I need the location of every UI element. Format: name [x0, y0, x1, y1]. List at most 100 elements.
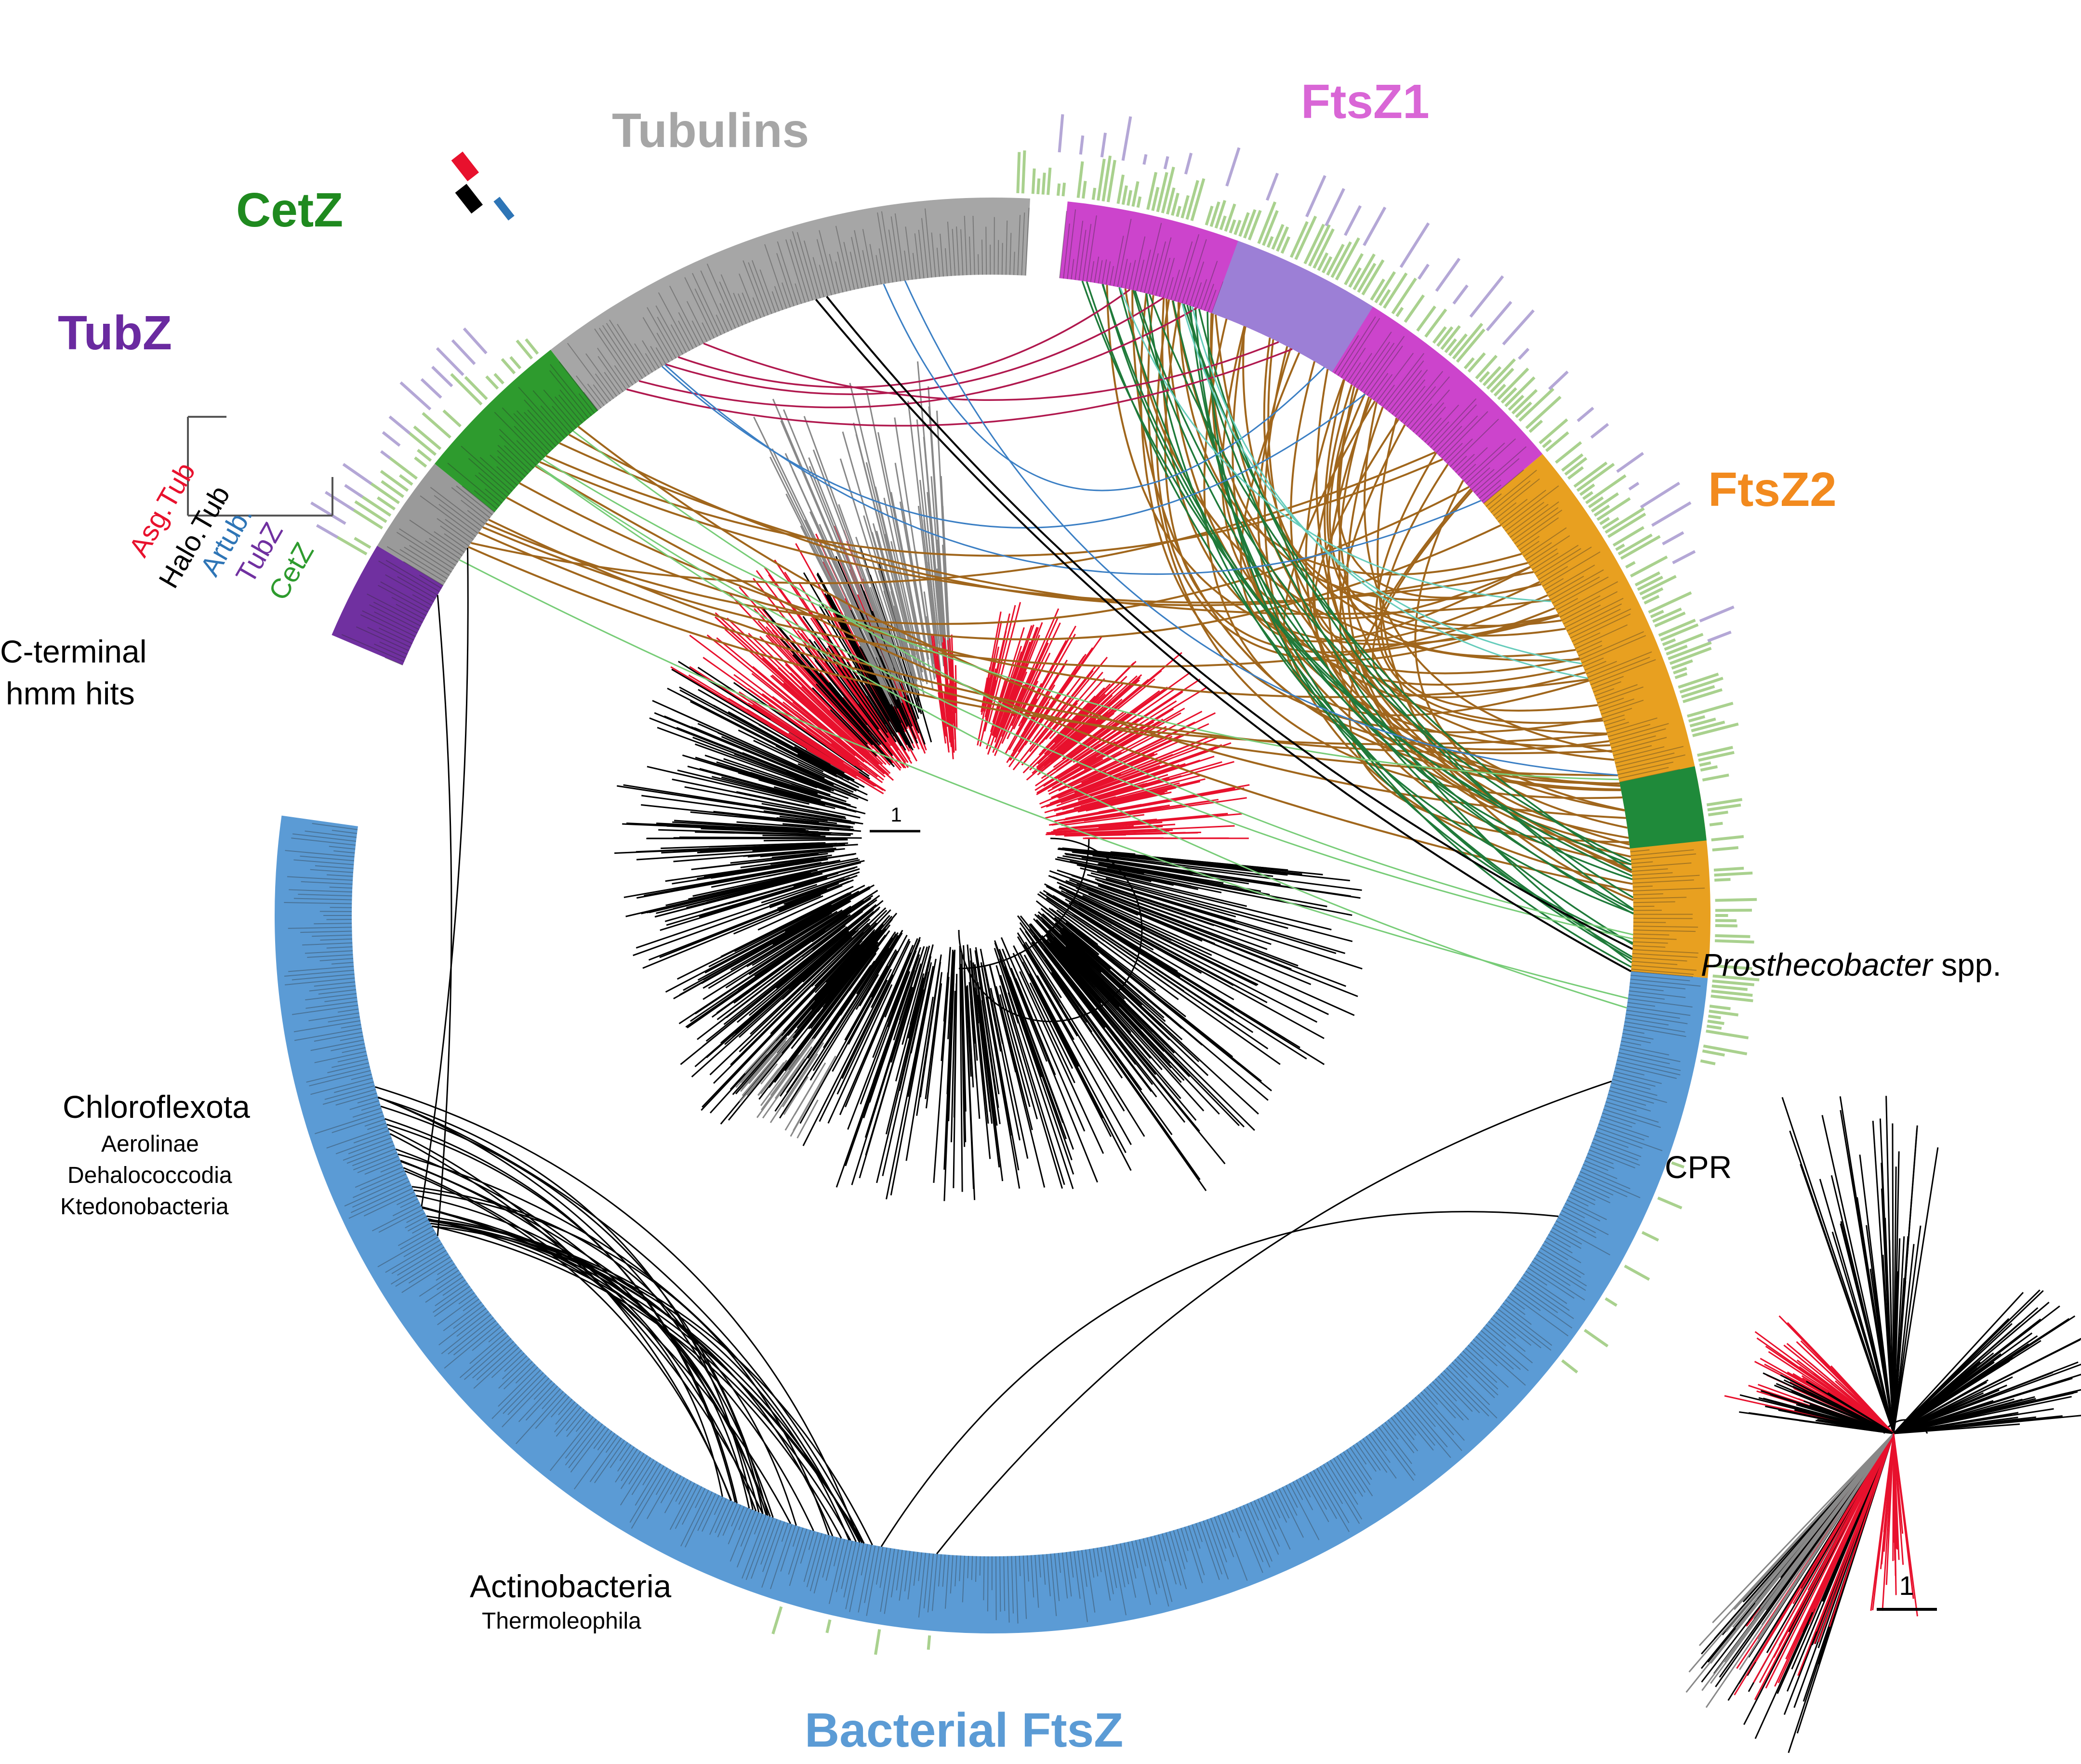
tree-branch-bacterial — [1055, 858, 1198, 890]
legend-rotated: Asg.Tub Halo.Tub Artub. TubZ CetZ — [123, 457, 320, 606]
hmm-green-strip — [1673, 667, 1687, 675]
ring-texture-line — [525, 1385, 558, 1421]
tree-branch-bacterial — [1086, 859, 1201, 880]
inset-branch — [1872, 1121, 1895, 1434]
tree-branch-asgard — [1044, 791, 1114, 813]
tree-branch-bacterial — [1082, 919, 1254, 1033]
ring-texture-line — [1069, 1552, 1074, 1578]
ring-texture-line — [527, 409, 559, 444]
inset-branch — [1893, 1292, 2024, 1434]
ring-texture-line — [1429, 1384, 1464, 1421]
inset-branch — [1893, 1319, 2025, 1434]
ring-texture-line — [438, 1308, 487, 1346]
ring-texture-line — [861, 1544, 868, 1576]
label-ftsz1: FtsZ1 — [1301, 75, 1430, 129]
inset-branch — [1893, 1389, 2000, 1434]
ring-texture-line — [1481, 484, 1502, 502]
tree-branch-bacterial — [783, 883, 839, 905]
tree-branch-bacterial — [1057, 881, 1355, 1016]
tree-branch-bacterial — [1080, 945, 1126, 986]
hmm-green-strip — [1317, 252, 1329, 271]
ring-texture-line — [310, 869, 354, 873]
ring-texture-line — [292, 973, 355, 981]
hmm-green-strip — [1321, 256, 1333, 274]
ring-texture-line — [660, 1473, 678, 1503]
ring-texture-line — [1178, 234, 1200, 303]
tree-branch-bacterial — [1037, 914, 1125, 1000]
ring-texture-line — [1392, 369, 1428, 415]
ring-texture-line — [1326, 1462, 1363, 1520]
arc-crimson — [665, 297, 1164, 395]
arc-black — [378, 1097, 754, 1510]
ring-texture-line — [515, 1364, 536, 1384]
ring-texture-line — [1170, 269, 1180, 300]
ring-texture-line — [739, 273, 758, 320]
tree-branch-bacterial — [733, 903, 869, 1004]
hmm-green-strip — [1579, 483, 1595, 496]
arc-black — [398, 1153, 857, 1542]
ring-texture-line — [1017, 215, 1021, 276]
ring-texture-line — [1379, 385, 1395, 405]
ring-texture-line — [609, 319, 647, 377]
ring-texture-line — [905, 226, 913, 280]
ring-texture-line — [1632, 875, 1700, 880]
ring-texture-line — [1313, 1470, 1350, 1532]
tree-branch-bacterial — [974, 950, 999, 1108]
ring-texture-line — [1375, 1429, 1414, 1481]
ring-texture-line — [1586, 1156, 1615, 1169]
ring-texture-line — [284, 977, 355, 986]
hmm-lavender-strip — [1452, 284, 1469, 305]
tree-branch-bacterial — [1047, 929, 1240, 1127]
ring-texture-line — [398, 1226, 433, 1247]
ring-texture-line — [1598, 1124, 1645, 1141]
ring-texture-line — [745, 1516, 770, 1580]
ring-texture-line — [944, 1554, 950, 1609]
hmm-green-strip — [1687, 702, 1734, 718]
ring-texture-line — [1507, 1296, 1525, 1310]
tree-branch-asgard — [1054, 813, 1242, 831]
ring-texture-line — [1624, 1021, 1685, 1033]
tree-branch-bacterial — [701, 940, 863, 1111]
ring-texture-line — [1155, 237, 1172, 296]
ring-texture-line — [962, 1555, 965, 1603]
ring-texture-line — [752, 260, 772, 314]
ring-texture-line — [1100, 1547, 1111, 1601]
tree-branch-asgard — [1077, 792, 1165, 813]
ring-texture-line — [331, 1059, 369, 1068]
tree-branch-bacterial — [1107, 868, 1192, 887]
tree-branch-asgard — [1046, 765, 1160, 808]
arc-black — [386, 1124, 738, 1503]
hmm-green-strip — [1620, 535, 1661, 560]
ring-texture-line — [1077, 1551, 1088, 1622]
ring-texture-line — [344, 1177, 408, 1207]
inset-branch — [1821, 1115, 1895, 1434]
tree-branch-bacterial — [925, 972, 943, 1100]
ring-cetz-gray — [377, 464, 495, 585]
ring-texture-line — [411, 1222, 431, 1234]
hmm-green-strip — [1280, 236, 1291, 254]
arc-black — [411, 1186, 764, 1514]
ring-texture-line — [1561, 1210, 1609, 1235]
ring-texture-line — [1365, 1436, 1397, 1479]
tree-branch-bacterial — [1058, 952, 1163, 1071]
radial-tree — [614, 361, 1363, 1201]
hmm-green-strip — [1596, 497, 1631, 521]
hmm-green-strip — [1710, 995, 1753, 1003]
ring-texture-line — [845, 1542, 861, 1609]
legend-swatches — [451, 151, 515, 221]
ring-texture-line — [448, 1317, 494, 1354]
ring-texture-line — [364, 1159, 400, 1175]
ring-texture-line — [322, 1089, 376, 1105]
tree-branch-bacterial — [1011, 985, 1021, 1007]
ring-texture-line — [1415, 402, 1445, 435]
ring-texture-line — [1438, 1376, 1473, 1412]
ring-texture-line — [1633, 893, 1663, 896]
annotation-aerolinae: Aerolinae — [101, 1131, 199, 1157]
ring-texture-line — [285, 850, 355, 858]
inset-branch-gray — [1725, 1433, 1895, 1632]
inset-branch — [1893, 1271, 1899, 1434]
tree-branch-bacterial — [1042, 941, 1226, 1165]
ring-texture-line — [650, 345, 663, 367]
ring-texture-line — [1438, 415, 1478, 456]
tree-branch-asgard — [1080, 831, 1201, 836]
